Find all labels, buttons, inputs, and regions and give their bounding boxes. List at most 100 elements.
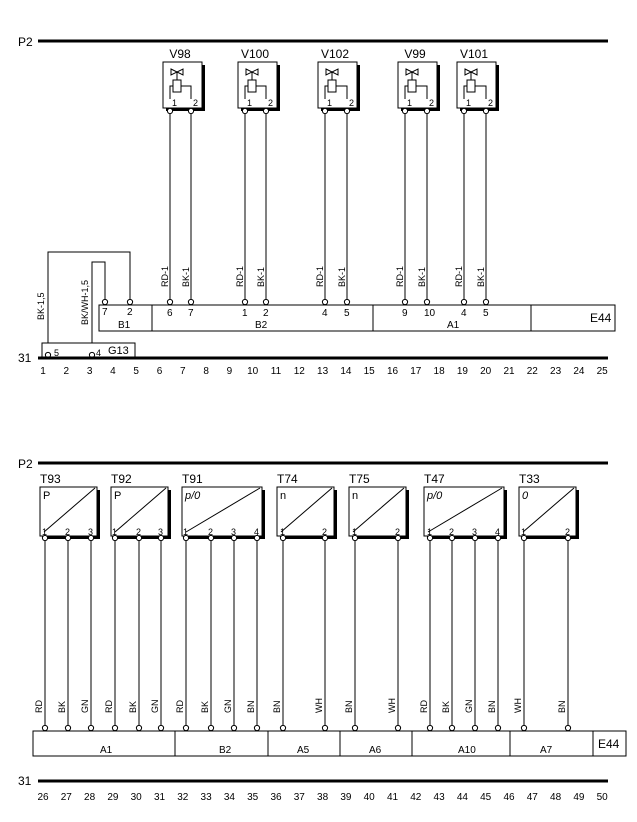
b2-pin xyxy=(321,298,329,306)
sensor-pin xyxy=(494,534,502,542)
sensor-symbol: n xyxy=(352,490,358,502)
scale-number: 33 xyxy=(201,792,213,803)
a1-pin xyxy=(423,298,431,306)
wire-color-label: BN xyxy=(344,700,354,713)
scale-number: 13 xyxy=(317,366,329,377)
bottom-connector-strip: A1 B2 A5 A6 A10 A7 E44 xyxy=(32,730,627,757)
connector-a10-label: A10 xyxy=(458,745,476,756)
scale-number: 27 xyxy=(61,792,73,803)
valve-pin-2-label: 2 xyxy=(349,98,354,108)
scale-number: 15 xyxy=(364,366,376,377)
sensor-pin-label: 3 xyxy=(472,527,477,537)
sensor-pin xyxy=(520,534,528,542)
sensor-t92: T92P1RD22BK83GN3 xyxy=(104,472,171,745)
connector-pin xyxy=(230,724,238,732)
scale-number: 39 xyxy=(340,792,352,803)
connector-a6-label: A6 xyxy=(369,745,382,756)
ground-wire-bk-1-5 xyxy=(47,251,131,354)
sensor-pin-label: 1 xyxy=(42,527,47,537)
sensor-symbol: 0 xyxy=(522,490,529,502)
ground-wire-label-2: BK/WH-1,5 xyxy=(80,280,90,325)
scale-number: 31 xyxy=(154,792,166,803)
sensor-symbol: p/0 xyxy=(426,490,443,502)
b2-pin xyxy=(241,298,249,306)
b1-pin-2 xyxy=(126,298,134,306)
sensor-label: T93 xyxy=(40,472,61,486)
scale-number: 7 xyxy=(180,366,186,377)
b2-pin-label: 5 xyxy=(344,308,350,319)
wire-color-label: BK-1 xyxy=(476,267,486,287)
wire-color-label: RD xyxy=(34,700,44,713)
connector-b1 xyxy=(98,304,153,332)
scale-number: 49 xyxy=(573,792,585,803)
connector-pin xyxy=(426,724,434,732)
connector-pin xyxy=(520,724,528,732)
sensor-diagonal xyxy=(352,487,405,533)
connector-e44-bottom-label: E44 xyxy=(598,737,620,751)
scale-number: 10 xyxy=(247,366,259,377)
connector-a1 xyxy=(372,304,532,332)
scale-number: 40 xyxy=(364,792,376,803)
scale-number: 37 xyxy=(294,792,306,803)
b1-pin-7 xyxy=(101,298,109,306)
connector-pin xyxy=(135,724,143,732)
sensor-pin-label: 4 xyxy=(254,527,259,537)
sensor-diagonal xyxy=(43,487,96,533)
b2-pin xyxy=(262,298,270,306)
sensor-pin xyxy=(448,534,456,542)
bottom-p2-label: P2 xyxy=(18,457,33,471)
sensor-diagonal xyxy=(522,487,575,533)
scale-number: 28 xyxy=(84,792,96,803)
sensor-pin-label: 2 xyxy=(65,527,70,537)
sensor-symbol: P xyxy=(114,490,121,502)
sensor-t74: T74n1BN12WH2 xyxy=(272,472,337,745)
sensor-pin-label: 2 xyxy=(449,527,454,537)
scale-number: 18 xyxy=(434,366,446,377)
wire-color-label: WH xyxy=(387,698,397,713)
b1-pin-7-label: 7 xyxy=(102,307,108,318)
sensor-pin-label: 2 xyxy=(136,527,141,537)
sensor-pin-label: 2 xyxy=(208,527,213,537)
sensor-pin xyxy=(207,534,215,542)
connector-a7 xyxy=(509,730,594,757)
wire-color-label: GN xyxy=(150,700,160,714)
sensor-label: T92 xyxy=(111,472,132,486)
sensor-t33: T3301WH12BN2 xyxy=(513,472,579,745)
sensor-pin xyxy=(253,534,261,542)
sensor-pin-label: 1 xyxy=(427,527,432,537)
scale-number: 44 xyxy=(457,792,469,803)
connector-b1-label: B1 xyxy=(118,320,131,331)
scale-number: 12 xyxy=(294,366,306,377)
valve-pin xyxy=(262,107,270,115)
wire-color-label: BK xyxy=(441,701,451,713)
scale-number: 47 xyxy=(527,792,539,803)
wire-color-label: RD-1 xyxy=(395,266,405,287)
valve-pin-2-label: 2 xyxy=(268,98,273,108)
scale-number: 26 xyxy=(37,792,49,803)
g13-pin-5-label: 5 xyxy=(54,348,59,358)
g13-pin-4-label: 4 xyxy=(96,348,101,358)
b2-pin-label: 6 xyxy=(167,308,173,319)
sensor-pin-label: 2 xyxy=(565,527,570,537)
valve-pin-1-label: 1 xyxy=(407,98,412,108)
scale-number: 30 xyxy=(131,792,143,803)
scale-number: 4 xyxy=(110,366,116,377)
wire-color-label: RD-1 xyxy=(235,266,245,287)
connector-pin xyxy=(111,724,119,732)
valve-pin-1-label: 1 xyxy=(327,98,332,108)
scale-number: 25 xyxy=(597,366,609,377)
valve-label: V101 xyxy=(460,47,488,61)
sensor-pin-label: 3 xyxy=(231,527,236,537)
scale-number: 34 xyxy=(224,792,236,803)
sensor-pin xyxy=(394,534,402,542)
sensor-diagonal xyxy=(114,487,167,533)
wire-color-label: BK-1 xyxy=(417,267,427,287)
scale-number: 23 xyxy=(550,366,562,377)
scale-number: 48 xyxy=(550,792,562,803)
a1-pin xyxy=(482,298,490,306)
valve-pin xyxy=(187,107,195,115)
